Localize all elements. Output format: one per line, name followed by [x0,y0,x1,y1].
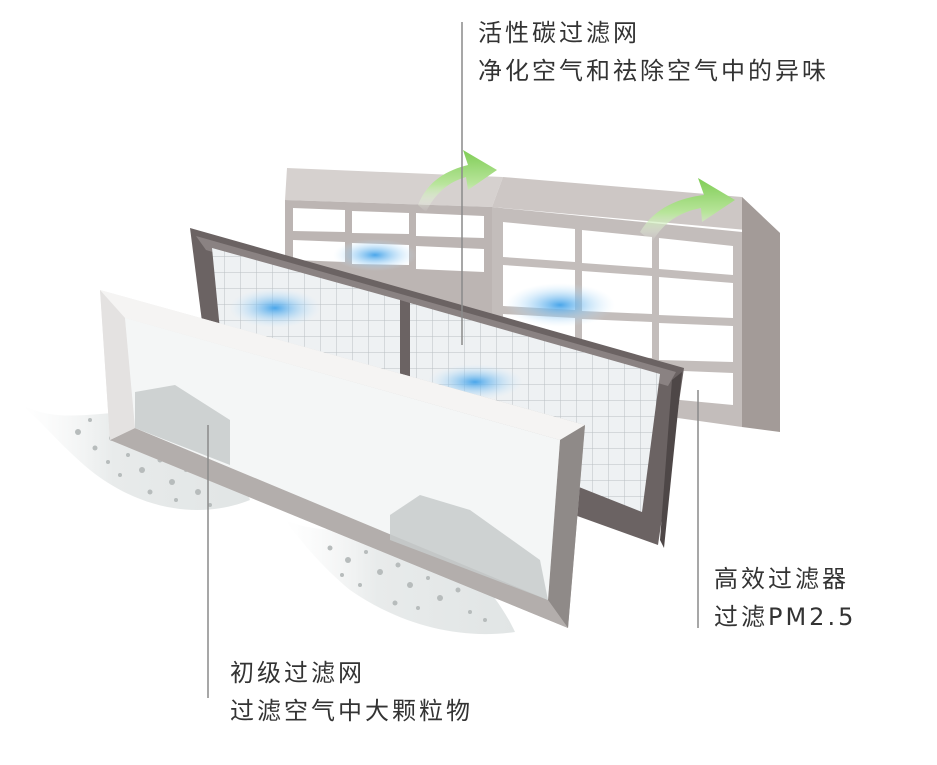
primary-filter [100,290,585,628]
primary-subtitle: 过滤空气中大颗粒物 [230,697,473,725]
airflow-arrow-icon [640,178,735,242]
primary-title: 初级过滤网 [230,659,365,687]
label-primary: 初级过滤网 过滤空气中大颗粒物 [230,654,473,730]
label-hepa: 高效过滤器 过滤PM2.5 [714,560,856,636]
hepa-title: 高效过滤器 [714,565,849,593]
leader-lines [207,22,699,698]
activated-carbon-subtitle: 净化空气和祛除空气中的异味 [478,57,829,85]
activated-carbon-title: 活性碳过滤网 [478,19,640,47]
airflow-arrow-icon [418,150,497,212]
hepa-subtitle: 过滤PM2.5 [714,603,857,631]
label-activated-carbon: 活性碳过滤网 净化空气和祛除空气中的异味 [478,14,829,90]
